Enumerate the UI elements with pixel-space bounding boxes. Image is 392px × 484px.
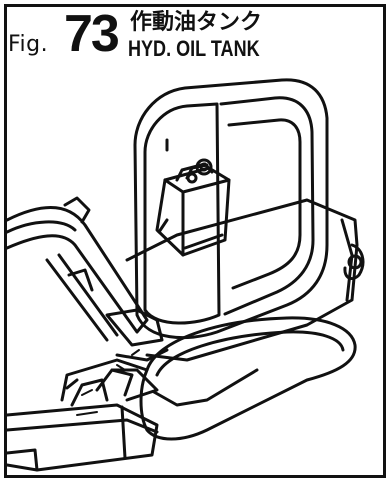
figure-number: 73	[64, 8, 118, 60]
figure-prefix: Fig.	[8, 32, 48, 57]
excavator-illustration	[7, 70, 383, 475]
cabin	[135, 80, 327, 338]
figure-title-english: HYD. OIL TANK	[128, 38, 260, 60]
excavator-line-drawing	[7, 70, 383, 475]
figure-title-japanese: 作動油タンク	[130, 12, 262, 34]
figure-header: Fig. 73 作動油タンク HYD. OIL TANK	[6, 6, 386, 70]
